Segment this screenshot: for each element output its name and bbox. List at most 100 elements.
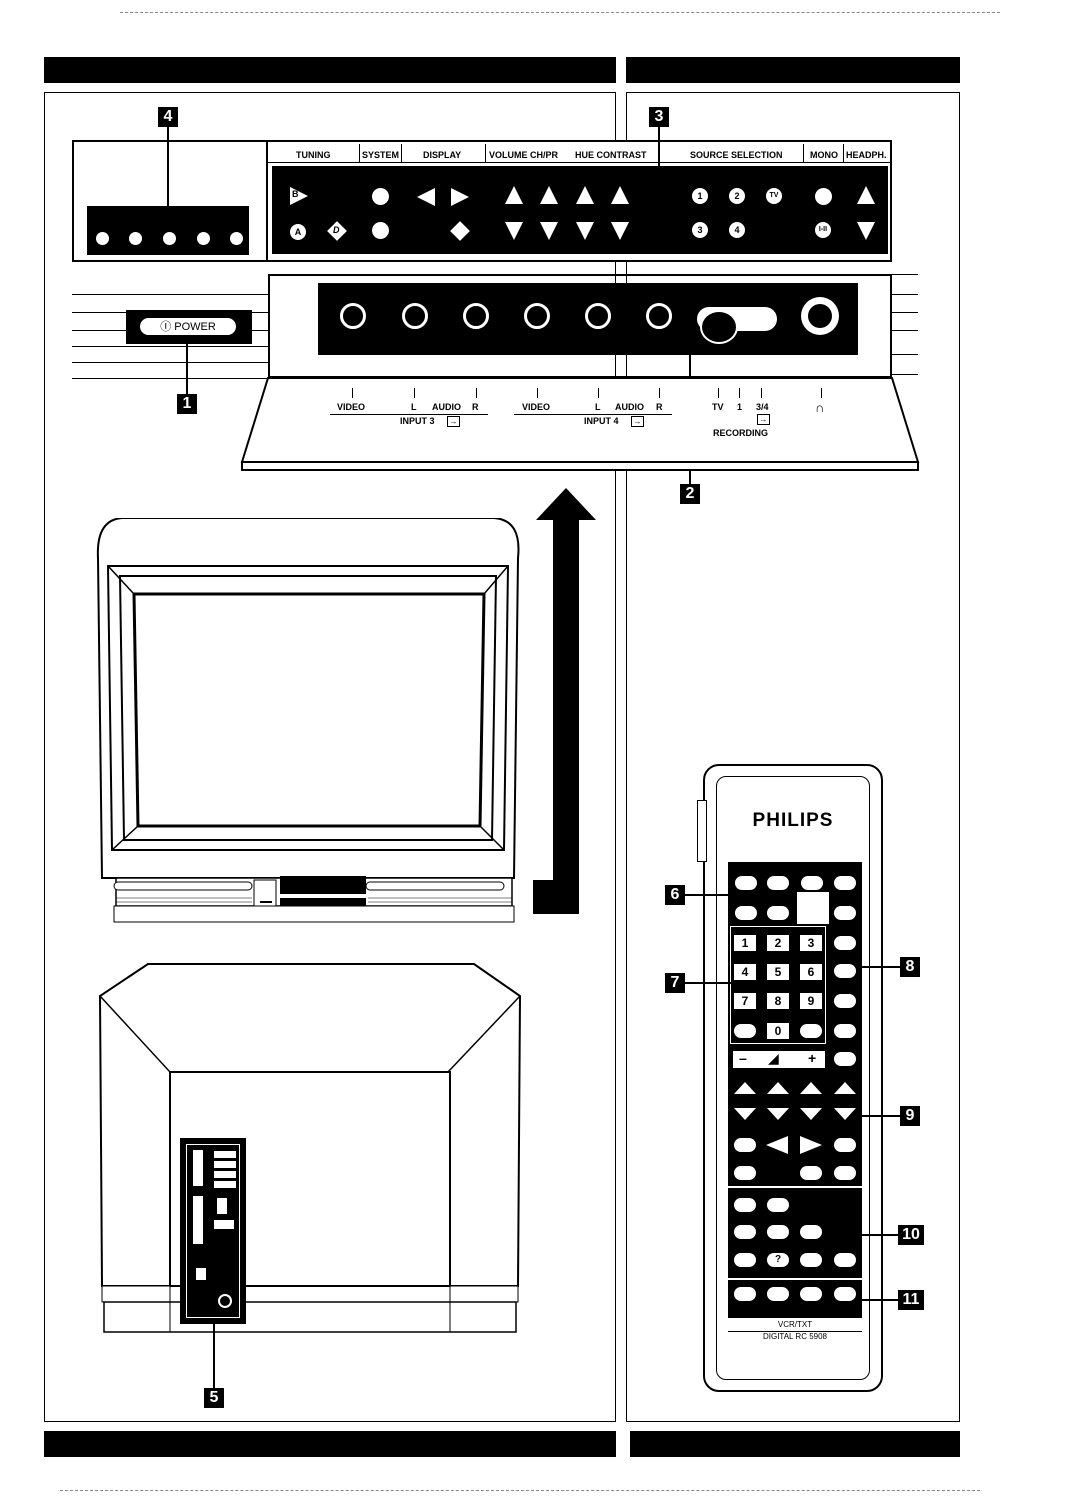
hue-up-key[interactable] [576,186,594,204]
remote-key-4[interactable]: 4 [734,964,756,980]
remote-color-key-blue[interactable] [834,1287,856,1301]
remote-volume-minus[interactable]: – [739,1050,747,1066]
remote-key-row-b1[interactable] [734,1166,756,1180]
remote-down-4[interactable] [834,1108,856,1120]
source-1-key[interactable]: 1 [692,188,708,204]
chpr-down-key[interactable] [540,222,558,240]
remote-key-top-5[interactable] [735,906,757,920]
remote-up-2[interactable] [767,1082,789,1094]
remote-volume-plus[interactable]: + [808,1050,817,1066]
remote-up-1[interactable] [734,1082,756,1094]
remote-key-2[interactable]: 2 [767,935,789,951]
power-button[interactable]: Ⓘ POWER [140,318,236,335]
rear-small-socket-2[interactable] [214,1220,234,1229]
remote-key-row-a4[interactable] [834,1138,856,1152]
remote-txt-key-1[interactable] [734,1198,756,1212]
remote-down-1[interactable] [734,1108,756,1120]
remote-txt-key-9[interactable] [834,1253,856,1267]
antenna-socket[interactable] [218,1294,232,1308]
contrast-down-key[interactable] [611,222,629,240]
remote-up-4[interactable] [834,1082,856,1094]
system-key-2[interactable] [372,222,389,239]
remote-key-1[interactable]: 1 [734,935,756,951]
remote-color-key-yellow[interactable] [800,1287,822,1301]
remote-key-side-6[interactable] [834,1052,856,1066]
display-left-key[interactable] [417,188,435,206]
remote-key-side-1[interactable] [834,906,856,920]
remote-key-8[interactable]: 8 [767,993,789,1009]
video-in3-socket[interactable] [340,303,366,329]
tuning-a-key[interactable]: A [290,224,306,240]
volume-down-key[interactable] [505,222,523,240]
remote-txt-key-3[interactable] [734,1225,756,1239]
remote-txt-key-5[interactable] [800,1225,822,1239]
remote-down-3[interactable] [800,1108,822,1120]
remote-help-key[interactable]: ? [767,1253,789,1267]
remote-key-9[interactable]: 9 [800,993,822,1009]
remote-txt-key-2[interactable] [767,1198,789,1212]
remote-key-top-3[interactable] [801,876,823,890]
scart-1[interactable] [193,1150,203,1186]
remote-key-7[interactable]: 7 [734,993,756,1009]
video-in4-socket[interactable] [524,303,550,329]
remote-color-key-red[interactable] [734,1287,756,1301]
remote-key-row-b3[interactable] [800,1166,822,1180]
scart-2[interactable] [193,1196,203,1244]
rear-socket-grid[interactable] [214,1148,236,1188]
hidden-key-5[interactable] [230,232,243,245]
remote-key-side-3[interactable] [834,964,856,978]
rear-small-socket-1[interactable] [217,1198,227,1214]
recording-switch-knob[interactable] [700,310,738,344]
remote-up-3[interactable] [800,1082,822,1094]
remote-key-6[interactable]: 6 [800,964,822,980]
remote-key-side-4[interactable] [834,994,856,1008]
audio-r-in3-socket[interactable] [463,303,489,329]
remote-key-next-program[interactable] [800,1024,822,1038]
bezel-line-l5 [72,362,268,363]
remote-key-top-1[interactable] [735,876,757,890]
remote-key-top-4[interactable] [834,876,856,890]
remote-color-key-green[interactable] [767,1287,789,1301]
remote-key-prev-program[interactable] [734,1024,756,1038]
remote-volume-bar[interactable] [733,1051,825,1068]
contrast-up-key[interactable] [611,186,629,204]
hidden-key-3[interactable] [163,232,176,245]
display-right-key[interactable] [451,188,469,206]
remote-key-side-5[interactable] [834,1024,856,1038]
rear-small-socket-3[interactable] [196,1268,206,1280]
tuning-b-key[interactable] [290,187,308,205]
source-4-key[interactable]: 4 [729,222,745,238]
audio-l-in3-socket[interactable] [402,303,428,329]
remote-key-row-a1[interactable] [734,1138,756,1152]
remote-down-2[interactable] [767,1108,789,1120]
hidden-key-2[interactable] [129,232,142,245]
remote-key-5[interactable]: 5 [767,964,789,980]
remote-key-row-b4[interactable] [834,1166,856,1180]
remote-key-0[interactable]: 0 [767,1023,789,1039]
hidden-key-1[interactable] [96,232,109,245]
source-2-key[interactable]: 2 [729,188,745,204]
remote-key-3[interactable]: 3 [800,935,822,951]
chpr-up-key[interactable] [540,186,558,204]
remote-right-arrow[interactable] [800,1136,822,1154]
remote-key-top-6[interactable] [767,906,789,920]
remote-key-side-2[interactable] [834,936,856,950]
source-3-key[interactable]: 3 [692,222,708,238]
hidden-key-4[interactable] [197,232,210,245]
label-headph: HEADPH. [846,150,887,160]
mono-i-ii-key[interactable]: I-II [815,222,831,238]
system-key-1[interactable] [372,188,389,205]
audio-l-in4-socket[interactable] [585,303,611,329]
headph-down-key[interactable] [857,222,875,240]
mono-key[interactable] [815,188,832,205]
headph-up-key[interactable] [857,186,875,204]
source-tv-key[interactable]: TV [766,188,782,204]
remote-key-top-2[interactable] [767,876,789,890]
audio-r-in4-socket[interactable] [646,303,672,329]
volume-up-key[interactable] [505,186,523,204]
remote-left-arrow[interactable] [766,1136,788,1154]
remote-txt-key-8[interactable] [800,1253,822,1267]
remote-txt-key-6[interactable] [734,1253,756,1267]
hue-down-key[interactable] [576,222,594,240]
remote-txt-key-4[interactable] [767,1225,789,1239]
